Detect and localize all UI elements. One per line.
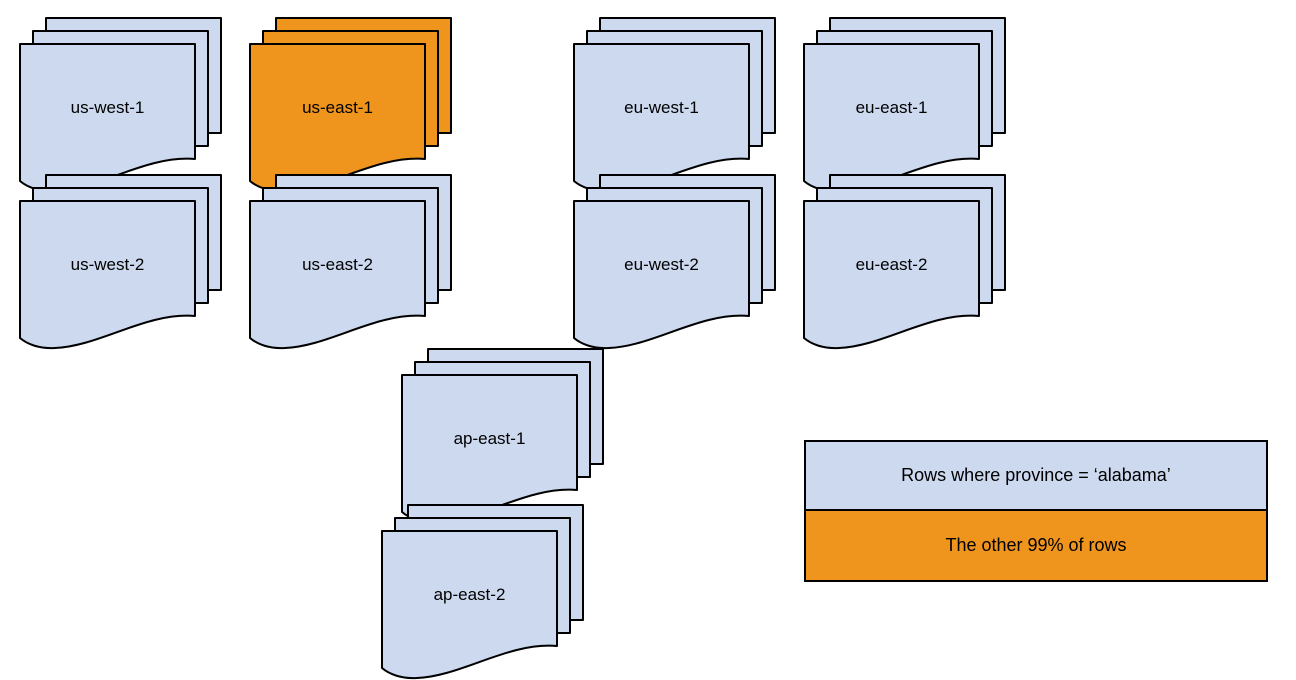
legend-row-orange: The other 99% of rows xyxy=(806,511,1266,580)
document-stack-eu-east-1 xyxy=(803,17,1006,193)
document-stack-eu-west-1 xyxy=(573,17,776,193)
document-front-page xyxy=(19,43,196,193)
document-front-page xyxy=(803,200,980,350)
document-stack-ap-east-2 xyxy=(381,504,584,680)
document-front-page xyxy=(803,43,980,193)
region-document-eu-west-2[interactable]: eu-west-2 xyxy=(573,174,776,350)
region-document-eu-east-1[interactable]: eu-east-1 xyxy=(803,17,1006,193)
region-document-eu-east-2[interactable]: eu-east-2 xyxy=(803,174,1006,350)
region-document-us-east-1[interactable]: us-east-1 xyxy=(249,17,452,193)
region-document-ap-east-2[interactable]: ap-east-2 xyxy=(381,504,584,680)
document-stack-us-west-2 xyxy=(19,174,222,350)
region-document-ap-east-1[interactable]: ap-east-1 xyxy=(401,348,604,524)
document-front-page xyxy=(381,530,558,680)
document-front-page xyxy=(573,200,750,350)
legend-row-blue: Rows where province = ‘alabama’ xyxy=(806,442,1266,511)
document-front-page xyxy=(19,200,196,350)
document-stack-us-east-1 xyxy=(249,17,452,193)
document-stack-us-east-2 xyxy=(249,174,452,350)
document-front-page xyxy=(401,374,578,524)
document-stack-us-west-1 xyxy=(19,17,222,193)
region-document-us-west-1[interactable]: us-west-1 xyxy=(19,17,222,193)
region-document-eu-west-1[interactable]: eu-west-1 xyxy=(573,17,776,193)
document-front-page xyxy=(249,43,426,193)
legend: Rows where province = ‘alabama’ The othe… xyxy=(804,440,1268,582)
document-stack-ap-east-1 xyxy=(401,348,604,524)
region-document-us-east-2[interactable]: us-east-2 xyxy=(249,174,452,350)
document-front-page xyxy=(249,200,426,350)
document-front-page xyxy=(573,43,750,193)
document-stack-eu-west-2 xyxy=(573,174,776,350)
region-document-us-west-2[interactable]: us-west-2 xyxy=(19,174,222,350)
document-stack-eu-east-2 xyxy=(803,174,1006,350)
